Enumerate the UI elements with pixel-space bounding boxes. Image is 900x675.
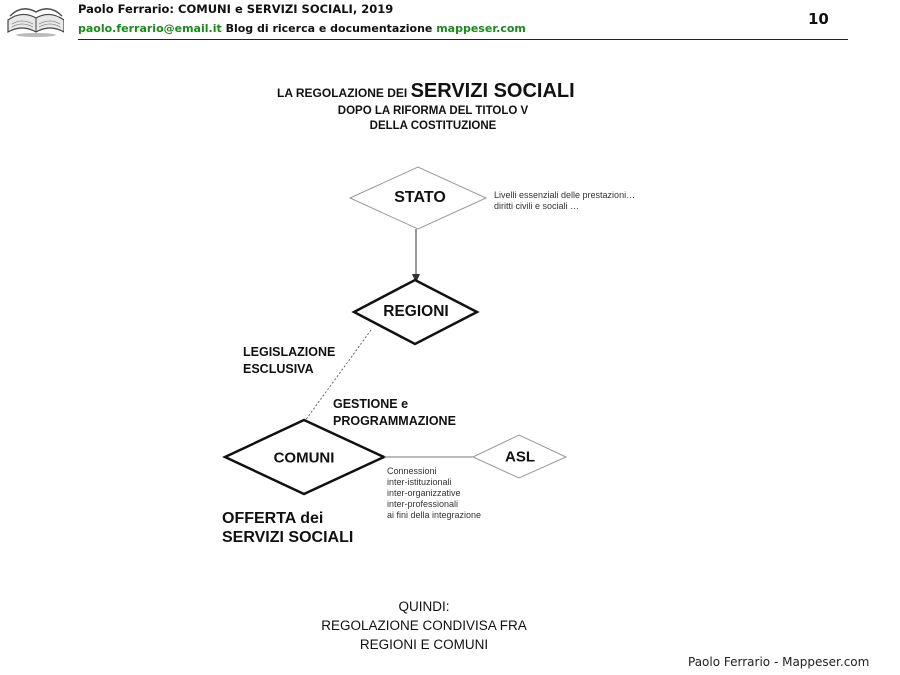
book-logo-icon (7, 8, 64, 37)
page-header: Paolo Ferrario: COMUNI e SERVIZI SOCIALI… (0, 0, 900, 44)
regioni-diamond (351, 278, 480, 346)
asl-note: Connessioni inter-istituzionali inter-or… (387, 466, 481, 521)
site-link[interactable]: mappeser.com (436, 22, 526, 35)
gestione-line: PROGRAMMAZIONE (333, 414, 456, 428)
asl-note-line: inter-istituzionali (387, 477, 452, 487)
asl-diamond (471, 434, 568, 479)
conclusion-line: QUINDI: (398, 599, 450, 614)
offerta-line: SERVIZI SOCIALI (222, 529, 354, 546)
page-footer: Paolo Ferrario - Mappeser.com (688, 655, 870, 669)
asl-note-line: inter-professionali (387, 499, 459, 509)
stato-note-line: diritti civili e sociali … (494, 201, 580, 211)
diagram-title: LA REGOLAZIONE DEI SERVIZI SOCIALI (277, 80, 575, 103)
blog-description: Blog di ricerca e documentazione (225, 22, 433, 35)
comuni-label: COMUNI (273, 449, 335, 467)
page-number: 10 (808, 10, 829, 28)
asl-label: ASL (505, 448, 535, 466)
legislazione-line: LEGISLAZIONE (243, 345, 336, 359)
legislazione-label: LEGISLAZIONE ESCLUSIVA (243, 344, 335, 378)
conclusion-line: REGOLAZIONE CONDIVISA FRA (321, 618, 527, 633)
title-line-3: DELLA COSTITUZIONE (369, 120, 497, 132)
author-email-link[interactable]: paolo.ferrario@email.it (78, 22, 222, 35)
header-subtitle: paolo.ferrario@email.it Blog di ricerca … (78, 22, 526, 35)
offerta-line: OFFERTA dei (222, 510, 324, 527)
arrow-head (412, 274, 420, 283)
conclusion-text: QUINDI: REGOLAZIONE CONDIVISA FRA REGION… (0, 597, 848, 654)
gestione-label: GESTIONE e PROGRAMMAZIONE (333, 396, 456, 430)
stato-label: STATO (394, 189, 446, 206)
legislazione-line: ESCLUSIVA (243, 362, 314, 376)
stato-note: Livelli essenziali delle prestazioni… di… (494, 190, 635, 212)
asl-note-line: inter-organizzative (387, 488, 461, 498)
regioni-comuni-dotted-link (301, 329, 372, 426)
header-divider (78, 39, 848, 40)
title-main: SERVIZI SOCIALI (410, 80, 575, 102)
title-prefix: LA REGOLAZIONE DEI (277, 86, 408, 100)
asl-note-line: ai fini della integrazione (387, 510, 482, 520)
title-line-2: DOPO LA RIFORMA DEL TITOLO V (337, 105, 529, 117)
stato-diamond (348, 166, 488, 230)
document-title: Paolo Ferrario: COMUNI e SERVIZI SOCIALI… (78, 2, 394, 16)
asl-note-line: Connessioni (387, 466, 437, 476)
regioni-label: REGIONI (383, 303, 449, 320)
conclusion-line: REGIONI E COMUNI (359, 637, 489, 652)
gestione-line: GESTIONE e (333, 397, 409, 411)
stato-note-line: Livelli essenziali delle prestazioni… (494, 190, 636, 200)
offerta-label: OFFERTA dei SERVIZI SOCIALI (222, 509, 353, 547)
